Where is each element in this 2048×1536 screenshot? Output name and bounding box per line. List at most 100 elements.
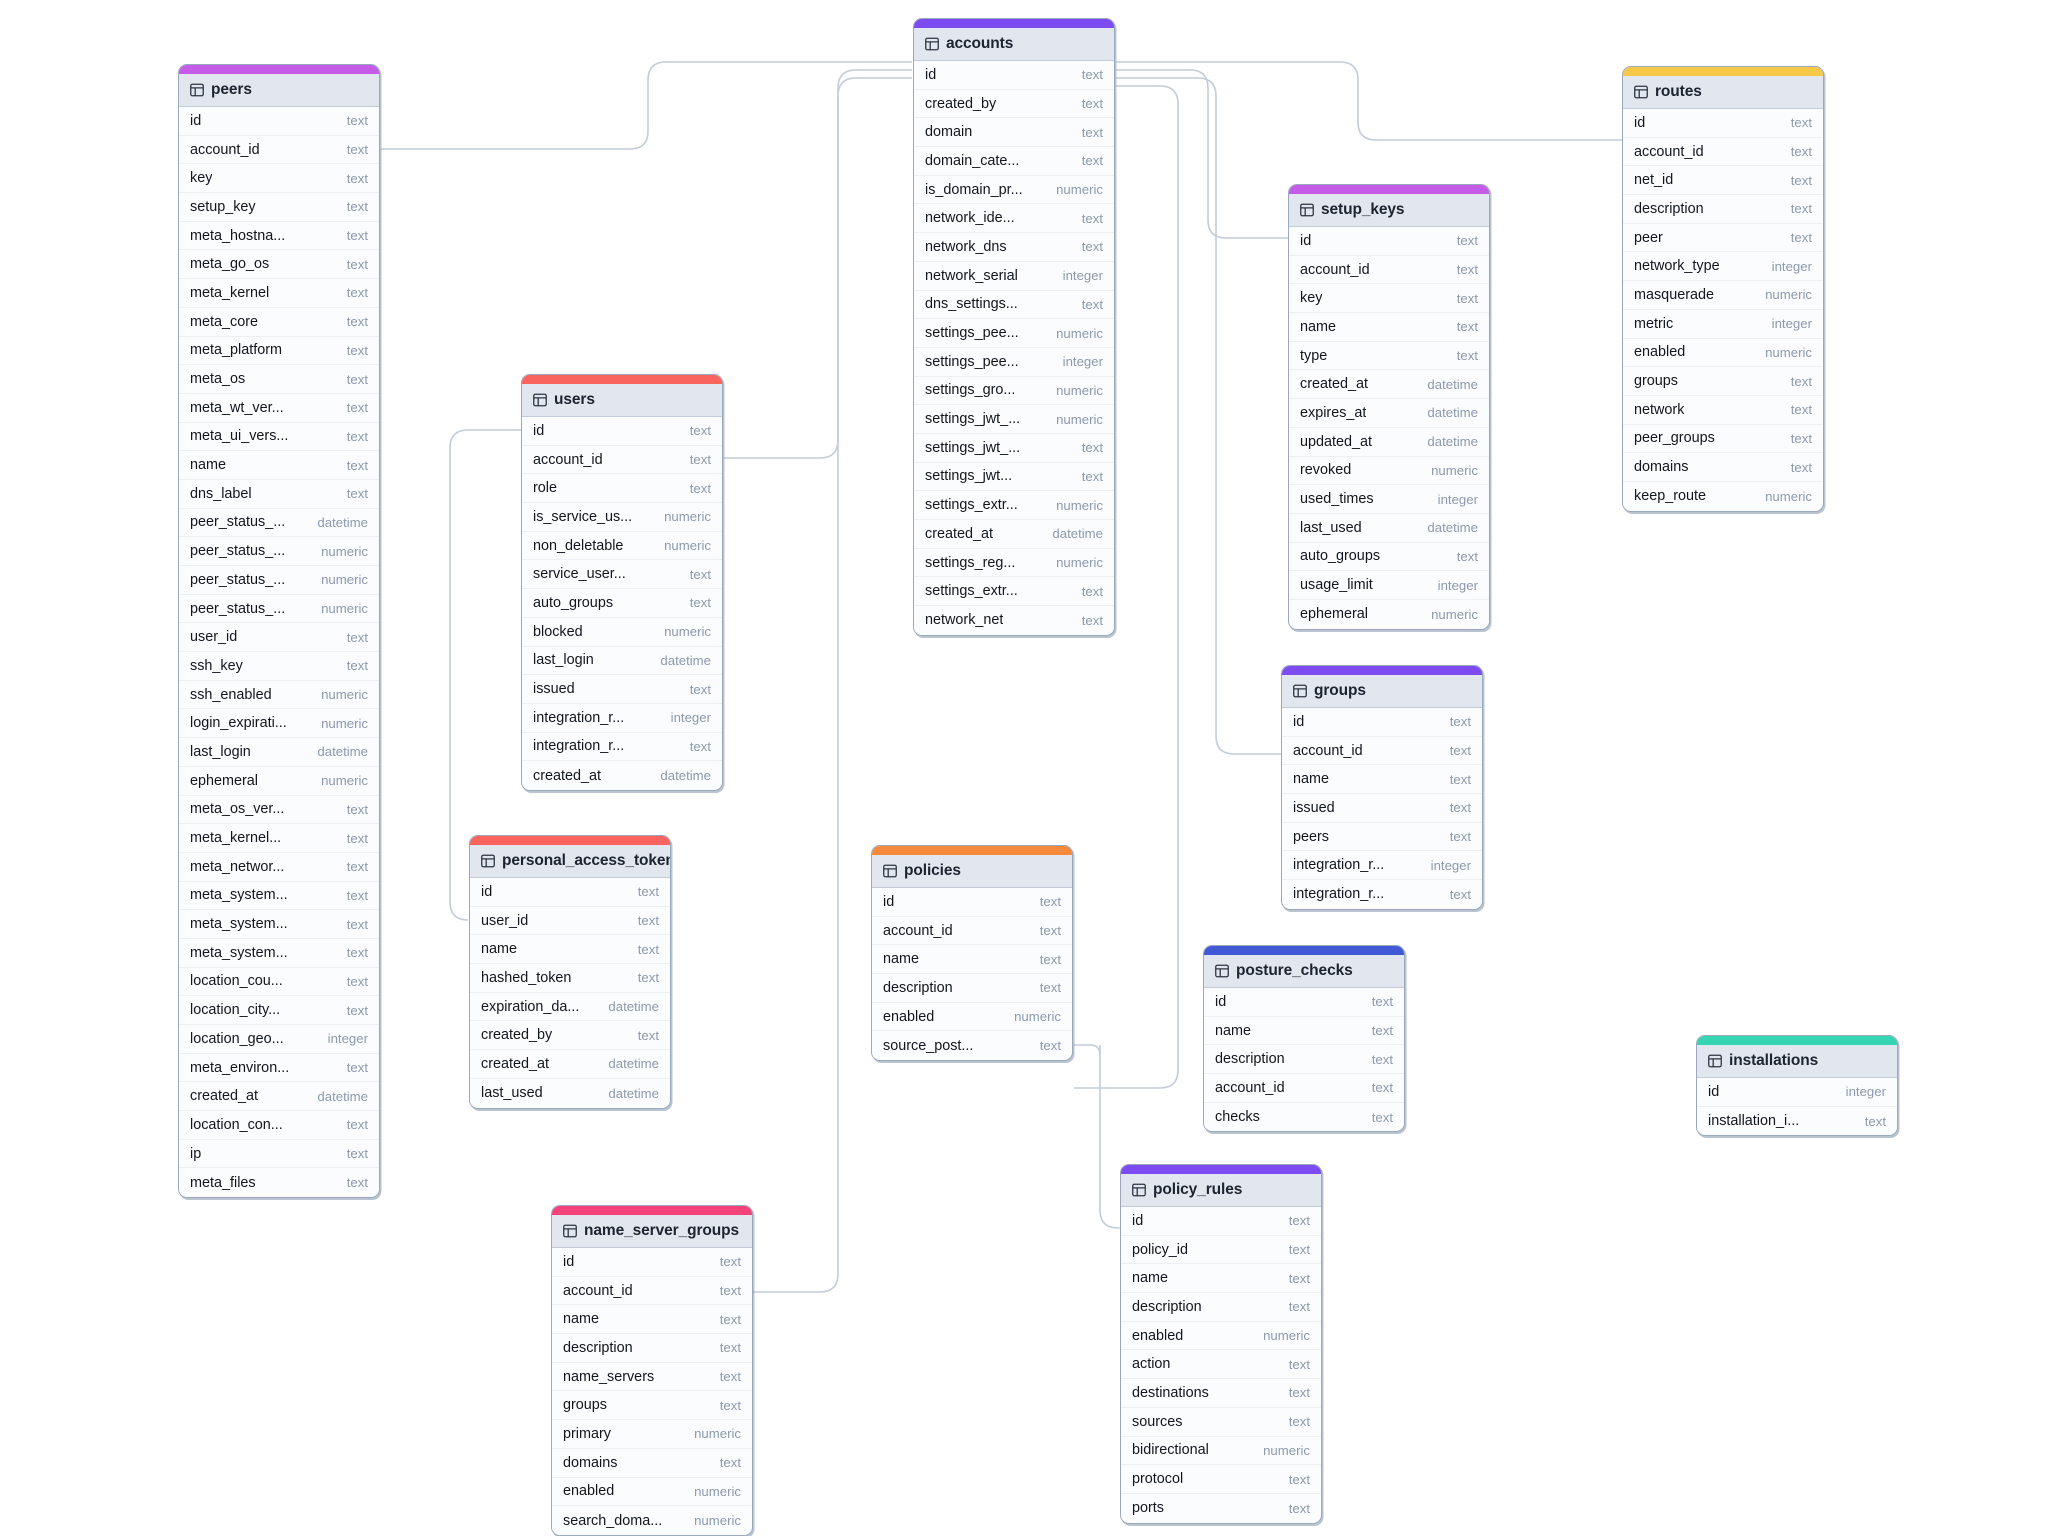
- column-row[interactable]: domain_cate...text: [914, 147, 1114, 176]
- column-row[interactable]: expiration_da...datetime: [470, 992, 670, 1022]
- column-row[interactable]: integration_r...text: [1282, 880, 1482, 909]
- column-row[interactable]: meta_system...text: [179, 938, 379, 968]
- column-row[interactable]: meta_system...text: [179, 881, 379, 911]
- column-row[interactable]: peer_status_...datetime: [179, 508, 379, 538]
- column-row[interactable]: settings_pee...numeric: [914, 319, 1114, 348]
- column-row[interactable]: is_domain_pr...numeric: [914, 175, 1114, 205]
- column-row[interactable]: meta_environ...text: [179, 1053, 379, 1083]
- column-row[interactable]: is_service_us...numeric: [522, 503, 722, 532]
- column-row[interactable]: settings_reg...numeric: [914, 548, 1114, 578]
- column-row[interactable]: peer_status_...numeric: [179, 594, 379, 624]
- column-row[interactable]: settings_jwt...text: [914, 462, 1114, 492]
- table-header[interactable]: routes: [1623, 76, 1823, 109]
- column-row[interactable]: meta_wt_ver...text: [179, 393, 379, 423]
- column-row[interactable]: meta_networ...text: [179, 852, 379, 882]
- column-row[interactable]: search_doma...numeric: [552, 1506, 752, 1535]
- column-row[interactable]: meta_os_ver...text: [179, 795, 379, 825]
- column-row[interactable]: integration_r...integer: [522, 703, 722, 733]
- column-row[interactable]: login_expirati...numeric: [179, 709, 379, 739]
- column-row[interactable]: location_con...text: [179, 1111, 379, 1140]
- table-header[interactable]: accounts: [914, 28, 1114, 61]
- table-header[interactable]: policies: [872, 855, 1072, 888]
- column-row[interactable]: settings_pee...integer: [914, 347, 1114, 377]
- column-row[interactable]: settings_gro...numeric: [914, 376, 1114, 406]
- column-row[interactable]: service_user...text: [522, 560, 722, 590]
- column-row[interactable]: peer_status_...numeric: [179, 566, 379, 595]
- table-header[interactable]: peers: [179, 74, 379, 107]
- column-row[interactable]: settings_extr...numeric: [914, 491, 1114, 520]
- table-header[interactable]: setup_keys: [1289, 194, 1489, 227]
- column-row[interactable]: dns_settings...text: [914, 290, 1114, 320]
